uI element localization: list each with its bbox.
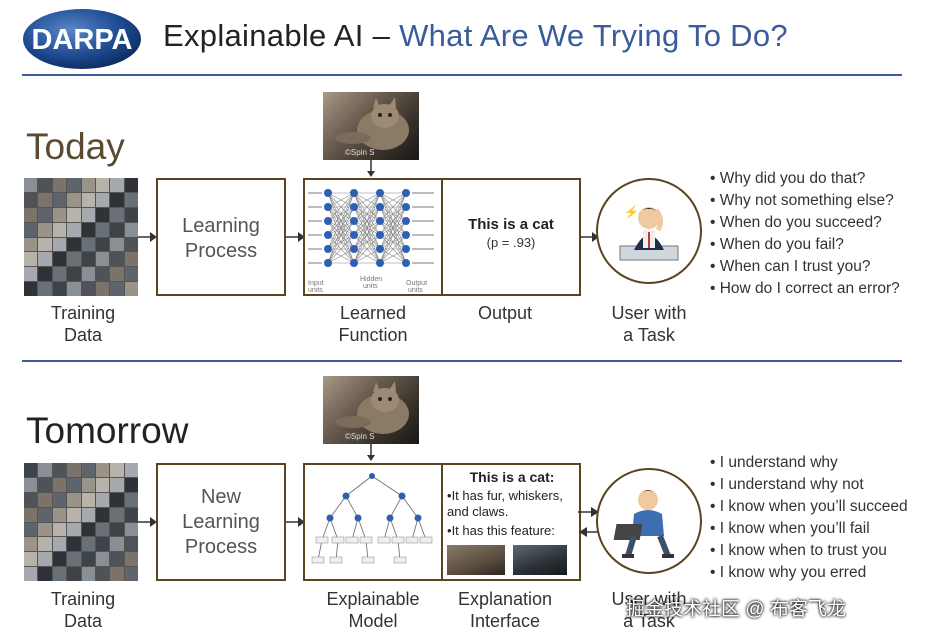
question-item: When do you succeed? <box>710 212 900 234</box>
nn-node <box>350 203 358 211</box>
section-label-today: Today <box>26 126 125 168</box>
cat-photo-2: ©Spin S <box>323 376 419 444</box>
confused-user-icon: ⚡ <box>598 180 700 282</box>
title-part-1: Explainable AI – <box>163 18 390 53</box>
statement-item: I understand why not <box>710 474 908 496</box>
nn-node <box>324 231 332 239</box>
confident-user-icon <box>598 470 700 572</box>
svg-text:units: units <box>408 287 423 293</box>
statement-item: I know why you erred <box>710 562 908 584</box>
nn-node <box>376 245 384 253</box>
nn-node <box>402 259 410 267</box>
explainable-tree-diagram <box>306 466 439 578</box>
nn-node <box>402 217 410 225</box>
title-part-2: What Are We Trying To Do? <box>399 18 788 53</box>
questions-list: Why did you do that? Why not something e… <box>710 168 900 300</box>
explanation-interface: This is a cat: •It has fur, whiskers, an… <box>447 469 577 575</box>
explanation-bullet-2: •It has this feature: <box>447 523 577 539</box>
nn-node <box>376 259 384 267</box>
nn-node <box>350 189 358 197</box>
training-data-image <box>24 178 138 296</box>
logo-text: DARPA <box>32 24 133 56</box>
new-learning-process-box: New Learning Process <box>156 463 286 581</box>
section-label-tomorrow: Tomorrow <box>26 410 188 452</box>
darpa-logo: DARPA <box>22 8 142 70</box>
svg-text:units: units <box>308 287 323 293</box>
question-item: Why did you do that? <box>710 168 900 190</box>
nn-node <box>402 189 410 197</box>
photo-arrow <box>366 160 376 178</box>
box-divider-2 <box>441 463 443 581</box>
cat-photo: ©Spin S <box>323 92 419 160</box>
header-divider <box>22 74 902 76</box>
nn-node <box>376 189 384 197</box>
nn-node <box>402 245 410 253</box>
nn-node <box>350 259 358 267</box>
section-divider <box>22 360 902 362</box>
svg-text:Hidden: Hidden <box>360 276 382 283</box>
nn-node <box>376 203 384 211</box>
question-item: How do I correct an error? <box>710 278 900 300</box>
svg-text:Input: Input <box>308 280 324 287</box>
svg-text:units: units <box>363 283 378 290</box>
feature-thumbnail-2 <box>513 545 567 575</box>
nn-node <box>324 259 332 267</box>
nn-node <box>350 231 358 239</box>
statement-item: I understand why <box>710 452 908 474</box>
statement-item: I know when you’ll fail <box>710 518 908 540</box>
training-data-image-2 <box>24 463 138 581</box>
explanation-title: This is a cat: <box>447 469 577 485</box>
nn-node <box>350 245 358 253</box>
nn-node <box>324 245 332 253</box>
nn-node <box>402 231 410 239</box>
nn-node <box>376 231 384 239</box>
nn-node <box>350 217 358 225</box>
statement-item: I know when to trust you <box>710 540 908 562</box>
user-circle-today: ⚡ <box>596 178 702 284</box>
svg-text:⚡: ⚡ <box>624 205 639 219</box>
question-item: Why not something else? <box>710 190 900 212</box>
arrow-data-to-process-2 <box>138 515 158 529</box>
page-title: Explainable AI – What Are We Trying To D… <box>163 18 788 54</box>
output-caption: Output <box>450 302 560 324</box>
nn-node <box>324 203 332 211</box>
explanation-bullet-1: •It has fur, whiskers, and claws. <box>447 488 577 520</box>
nn-node <box>402 203 410 211</box>
svg-text:©Spin S: ©Spin S <box>345 432 374 441</box>
feature-thumbnail-1 <box>447 545 505 575</box>
watermark: 掘金技术社区 @ 布客飞龙 <box>626 594 846 621</box>
svg-text:Output: Output <box>406 280 427 287</box>
output-probability: (p = .93) <box>443 235 579 250</box>
question-item: When do you fail? <box>710 234 900 256</box>
statements-list: I understand why I understand why not I … <box>710 452 908 584</box>
question-item: When can I trust you? <box>710 256 900 278</box>
nn-node <box>324 189 332 197</box>
output-title: This is a cat <box>443 216 579 233</box>
photo-arrow-2 <box>366 444 376 462</box>
nn-node <box>376 217 384 225</box>
svg-text:©Spin S: ©Spin S <box>345 148 374 157</box>
statement-item: I know when you’ll succeed <box>710 496 908 518</box>
user-circle-tomorrow <box>596 468 702 574</box>
arrow-data-to-process <box>138 230 158 244</box>
nn-node <box>324 217 332 225</box>
